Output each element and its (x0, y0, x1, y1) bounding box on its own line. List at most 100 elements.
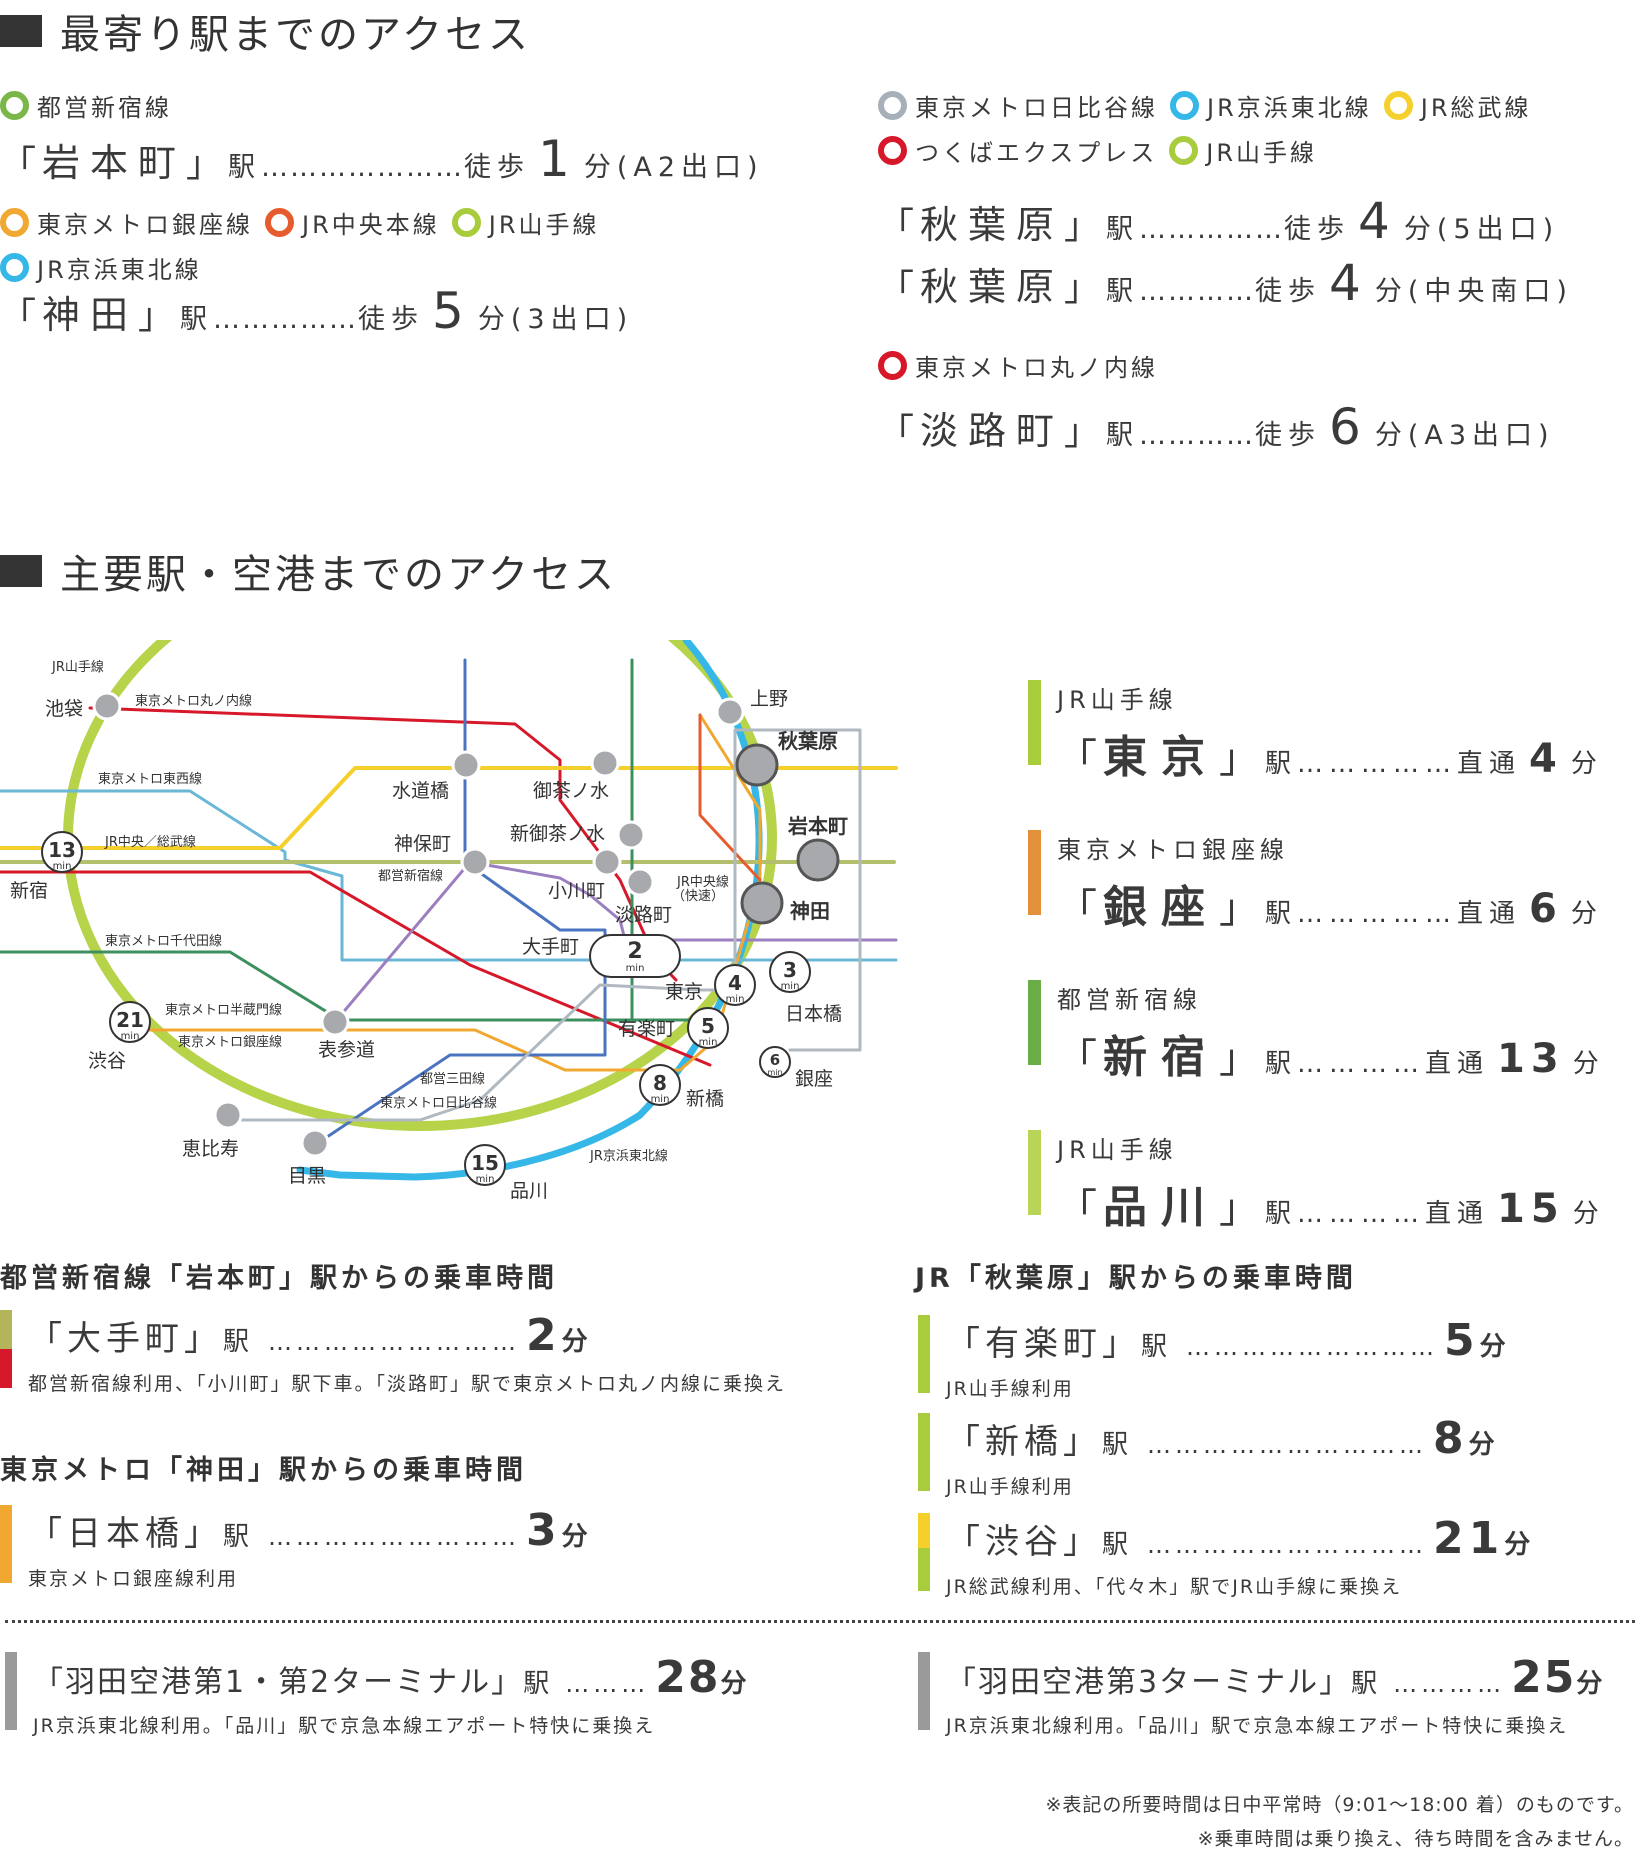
leader-dots: ……………………… (268, 1523, 521, 1551)
bracket: 」 (1219, 886, 1265, 932)
ride-minutes: 21 (1433, 1513, 1505, 1564)
legend-item: JR総武線 (1383, 88, 1532, 123)
bracket: 」 (1064, 412, 1107, 453)
leader-dots: ………………… (261, 152, 465, 183)
station-label-akihabara: 秋葉原 (778, 729, 838, 753)
walk-label: 徒歩 (1255, 276, 1322, 307)
line-legend-awajicho: 東京メトロ丸ノ内線 (878, 348, 1170, 383)
badge-unit: min (476, 1174, 495, 1185)
circle-icon (1383, 91, 1413, 120)
station-marker-suidobashi (451, 750, 481, 780)
route-color-bar (918, 1413, 930, 1491)
station-marker-jimbocho (460, 847, 490, 877)
station-name: 「大手町」 (28, 1319, 223, 1359)
eki-label: 駅 (1265, 749, 1298, 779)
exit-label: (3出口) (510, 304, 634, 335)
badge-num: 6 (770, 1051, 780, 1069)
eki-label: 駅 (1265, 1049, 1298, 1079)
line-label-chiyoda: 東京メトロ千代田線 (105, 933, 222, 949)
badge-unit: min (781, 981, 800, 992)
station-marker-shin-ochanomizu (616, 820, 646, 850)
walk-label: 徒歩 (1255, 420, 1322, 451)
route-color-bar (1028, 1130, 1041, 1215)
station-name: 「羽田空港第3ターミナル」 (946, 1665, 1352, 1700)
minute-unit: 分 (1570, 899, 1603, 929)
direct-label: 直通 (1425, 1199, 1490, 1229)
badge-shinagawa (464, 1144, 506, 1186)
bracket: 「 (878, 268, 921, 309)
line-label-marunouchi: 東京メトロ丸ノ内線 (135, 693, 252, 709)
badge-unit: min (53, 861, 72, 872)
minute-unit: 分 (561, 1522, 593, 1552)
line-label: JR総武線 (1420, 94, 1532, 122)
eki-label: 駅 (1102, 1430, 1134, 1460)
subhead-from-iwamotocho: 都営新宿線「岩本町」駅からの乗車時間 (0, 1263, 558, 1294)
eki-label: 駅 (223, 1327, 255, 1357)
bracket: 「 (1057, 1186, 1103, 1232)
minute-unit: 分 (1374, 276, 1408, 307)
line-legend-akihabara: 東京メトロ日比谷線 JR京浜東北線 JR総武線 つくばエクスプレス JR山手線 (878, 88, 1578, 168)
minute-unit: 分 (1576, 1669, 1605, 1699)
line-label: JR中央本線 (302, 211, 440, 239)
leader-dots: ………… (1393, 1670, 1506, 1698)
subhead-from-kanda: 東京メトロ「神田」駅からの乗車時間 (0, 1455, 527, 1486)
station-label-yurakucho: 有楽町 (618, 1018, 675, 1040)
badge-num: 15 (471, 1151, 499, 1175)
route-color-bar (0, 1505, 12, 1583)
walk-row-awajicho: 「 淡路町 」 駅 ………… 徒歩 6 分 (A3出口) (878, 398, 1555, 456)
line-label-chuo-sobu: JR中央／総武線 (104, 834, 196, 850)
eki-label: 駅 (1102, 1530, 1134, 1560)
ginza-line-north (698, 713, 762, 882)
station-label-tokyo: 東京 (665, 981, 703, 1003)
red-line (0, 870, 712, 1067)
leader-dots: ………………………… (1147, 1531, 1428, 1559)
station-name: 東京 (1103, 732, 1219, 783)
station-name: 「有楽町」 (946, 1324, 1141, 1364)
bracket: 「 (0, 144, 43, 185)
walk-minutes: 4 (1358, 192, 1396, 250)
line-label: JR京浜東北線 (1207, 94, 1372, 122)
ride-note: JR山手線利用 (946, 1476, 1074, 1498)
badge-unit: min (121, 1031, 140, 1042)
route-color-bar (1028, 830, 1041, 915)
section-title-text: 最寄り駅までのアクセス (60, 12, 531, 58)
route-color-bar (0, 1310, 12, 1388)
direct-label: 直通 (1457, 899, 1522, 929)
route-color-bar (918, 1652, 930, 1730)
bracket: 「 (878, 206, 921, 247)
chiyoda-line (0, 950, 702, 1022)
walk-label: 徒歩 (1284, 214, 1351, 245)
route-color-bar (1028, 680, 1041, 765)
route-color-bar (918, 1513, 930, 1591)
legend-item: JR山手線 (451, 205, 600, 240)
badge-tokyo (714, 964, 756, 1006)
station-label-ikebukuro: 池袋 (45, 698, 83, 720)
eki-label: 駅 (1106, 276, 1140, 307)
legend-item: 都営新宿線 (0, 88, 172, 123)
minute-unit: 分 (1570, 749, 1603, 779)
ride-note: JR京浜東北線利用。「品川」駅で京急本線エアポート特快に乗換え (33, 1715, 656, 1737)
badge-otemachi (589, 934, 681, 978)
walk-row-kanda: 「 神田 」 駅 …………… 徒歩 5 分 (3出口) (0, 282, 633, 340)
legend-item: JR京浜東北線 (0, 250, 202, 285)
line-label-shinjuku: 都営新宿線 (378, 868, 443, 884)
line-label: 東京メトロ銀座線 (37, 211, 253, 239)
line-label-tozai: 東京メトロ東西線 (98, 771, 202, 787)
badge-num: 2 (627, 939, 642, 964)
ride-minutes: 25 (1511, 1652, 1577, 1703)
ride-note: 東京メトロ銀座線利用 (28, 1568, 239, 1590)
minute-unit: 分 (583, 152, 617, 183)
station-name: 品川 (1103, 1182, 1219, 1233)
eki-label: 駅 (180, 304, 214, 335)
minute-unit: 分 (561, 1327, 593, 1357)
station-label-ueno: 上野 (750, 688, 788, 710)
legend-item: JR中央本線 (265, 205, 440, 240)
ride-minutes: 8 (1433, 1413, 1469, 1464)
leader-dots: ………… (1139, 276, 1256, 307)
